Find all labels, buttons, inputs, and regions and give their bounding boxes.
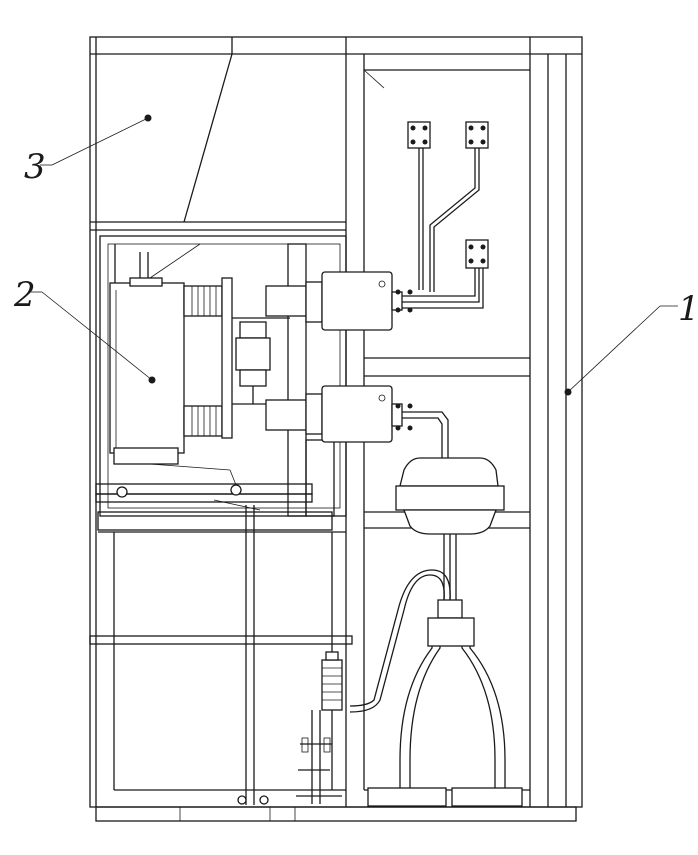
callout-2: 2 <box>13 275 153 381</box>
callout-label-3: 3 <box>24 147 46 187</box>
busbar-compartment <box>90 37 346 231</box>
lower-compartment <box>89 505 353 805</box>
contact-spouts <box>321 271 403 443</box>
carriage-rails <box>95 463 333 531</box>
cable-termination <box>349 534 523 807</box>
cabinet-frame <box>89 36 583 822</box>
earthing-switch <box>296 651 343 804</box>
callout-label-2: 2 <box>13 275 36 315</box>
callout-label-1: 1 <box>678 289 698 329</box>
callout-3: 3 <box>24 117 149 187</box>
side-posts <box>345 37 567 807</box>
circuit-breaker <box>109 277 323 465</box>
breaker-compartment <box>99 235 347 517</box>
busbar-terminals <box>395 121 489 313</box>
cable-to-ct <box>395 403 449 462</box>
current-transformer <box>395 457 505 535</box>
callout-1: 1 <box>564 289 698 396</box>
